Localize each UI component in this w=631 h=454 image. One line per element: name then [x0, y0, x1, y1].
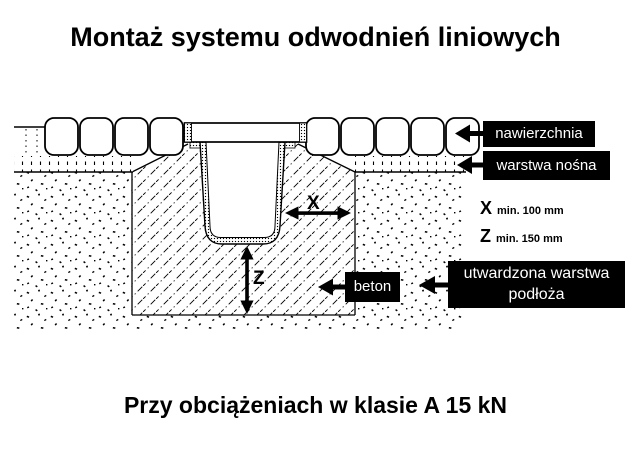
- utwardzona-arrow: [419, 276, 449, 294]
- callout-arrows: [318, 124, 484, 296]
- z-dimension-spec: Z min. 150 mm: [480, 226, 563, 247]
- figure-caption: Przy obciążeniach w klasie A 15 kN: [123, 392, 508, 418]
- x-dimension-spec: X min. 100 mm: [480, 198, 564, 219]
- channel-grate: [183, 122, 308, 143]
- z-dimension-letter: Z: [253, 268, 265, 289]
- paver-block: [410, 117, 445, 156]
- concrete-encasement: [132, 142, 355, 315]
- nawierzchnia-arrow: [455, 124, 484, 143]
- x-spec-letter: X: [480, 198, 493, 218]
- z-spec-letter: Z: [480, 226, 491, 246]
- x-spec-value: min. 100 mm: [497, 205, 564, 217]
- label-warstwa-nosna: warstwa nośna: [483, 151, 610, 180]
- paver-blocks: [44, 117, 480, 156]
- grate-end-right: [299, 122, 307, 143]
- bearing-course: [14, 156, 466, 173]
- paver-block: [340, 117, 375, 156]
- channel-cavity: [205, 141, 280, 238]
- x-dimension-arrow: [285, 206, 351, 220]
- label-utwardzona-warstwa-podloza: utwardzona warstwa podłoża: [448, 261, 625, 308]
- paver-block: [79, 117, 114, 156]
- label-utwardzona-line2: podłoża: [508, 285, 565, 303]
- label-nawierzchnia: nawierzchnia: [483, 121, 595, 147]
- left-cut-edge: [14, 126, 46, 156]
- label-nawierzchnia-text: nawierzchnia: [495, 125, 583, 143]
- paver-block: [44, 117, 79, 156]
- paver-block: [114, 117, 149, 156]
- label-beton: beton: [345, 272, 400, 302]
- z-dimension-arrow: [240, 246, 254, 314]
- label-warstwa-nosna-text: warstwa nośna: [496, 156, 597, 174]
- warstwa-nosna-arrow: [457, 156, 484, 174]
- label-utwardzona-line1: utwardzona warstwa: [463, 264, 610, 282]
- x-dimension-letter: X: [307, 193, 320, 214]
- paver-block: [305, 117, 340, 156]
- label-beton-text: beton: [353, 278, 392, 296]
- drainage-channel: [183, 122, 308, 245]
- figure-title: Montaż systemu odwodnień liniowych: [70, 22, 561, 52]
- grate-end-left: [184, 122, 192, 143]
- z-spec-value: min. 150 mm: [496, 233, 563, 245]
- paver-block: [149, 117, 184, 156]
- paver-block: [375, 117, 410, 156]
- beton-arrow: [318, 278, 346, 296]
